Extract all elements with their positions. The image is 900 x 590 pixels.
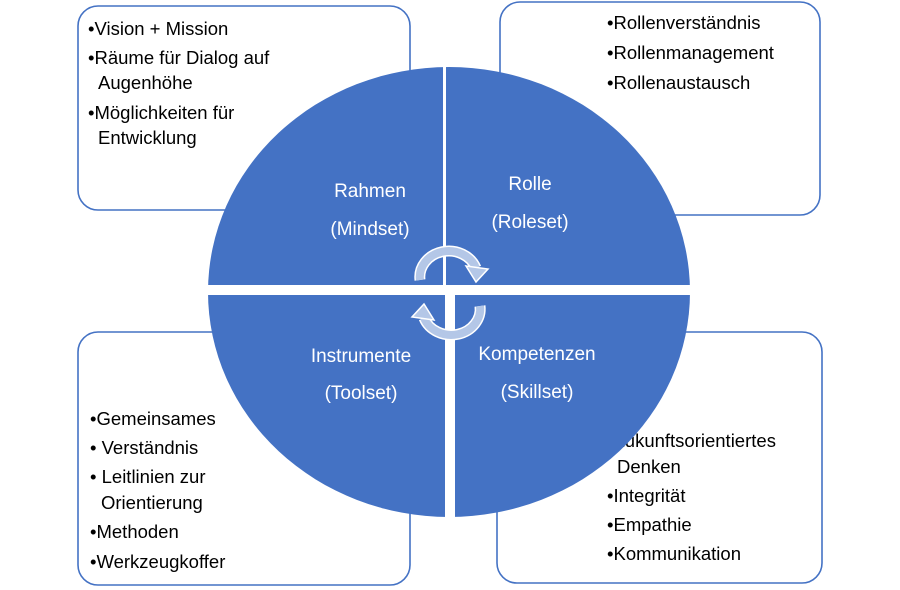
list-item: Denken (617, 456, 681, 477)
cycle-arrow-icon (410, 245, 490, 341)
divider-vertical-top (443, 60, 446, 290)
quadrant-rahmen-subtitle: (Mindset) (330, 219, 409, 240)
quadrant-kompetenzen-subtitle: (Skillset) (501, 382, 574, 403)
list-item: •Räume für Dialog auf (88, 47, 270, 68)
list-item: •Rollenmanagement (607, 42, 774, 63)
quadrant-instrumente-subtitle: (Toolset) (325, 383, 398, 404)
list-item: •Methoden (90, 521, 179, 542)
list-item: •Rollenaustausch (607, 72, 750, 93)
list-item: •Werkzeugkoffer (90, 551, 225, 572)
list-top-left: •Vision + Mission •Räume für Dialog auf … (88, 18, 270, 148)
list-item: Entwicklung (98, 127, 197, 148)
list-item: •Zukunftsorientiertes (607, 430, 776, 451)
list-item: •Kommunikation (607, 543, 741, 564)
list-item: •Integrität (607, 485, 685, 506)
list-top-right: •Rollenverständnis •Rollenmanagement •Ro… (607, 12, 774, 93)
quadrant-instrumente-title: Instrumente (311, 346, 411, 367)
quadrant-rahmen-title: Rahmen (334, 181, 406, 202)
list-bottom-right: •Zukunftsorientiertes Denken •Integrität… (607, 430, 776, 564)
list-item: Augenhöhe (98, 72, 193, 93)
list-item: • Verständnis (90, 437, 198, 458)
list-item: Orientierung (101, 492, 203, 513)
quadrant-rolle-title: Rolle (508, 174, 551, 195)
list-item: •Vision + Mission (88, 18, 228, 39)
quadrant-kompetenzen-title: Kompetenzen (478, 344, 595, 365)
list-item: •Rollenverständnis (607, 12, 761, 33)
list-item: •Möglichkeiten für (88, 102, 234, 123)
list-item: •Gemeinsames (90, 408, 216, 429)
list-item: •Empathie (607, 514, 692, 535)
list-bottom-left: •Gemeinsames • Verständnis • Leitlinien … (90, 408, 225, 572)
quadrant-rolle-subtitle: (Roleset) (491, 212, 568, 233)
list-item: • Leitlinien zur (90, 466, 205, 487)
divider-vertical-bottom (445, 290, 455, 525)
